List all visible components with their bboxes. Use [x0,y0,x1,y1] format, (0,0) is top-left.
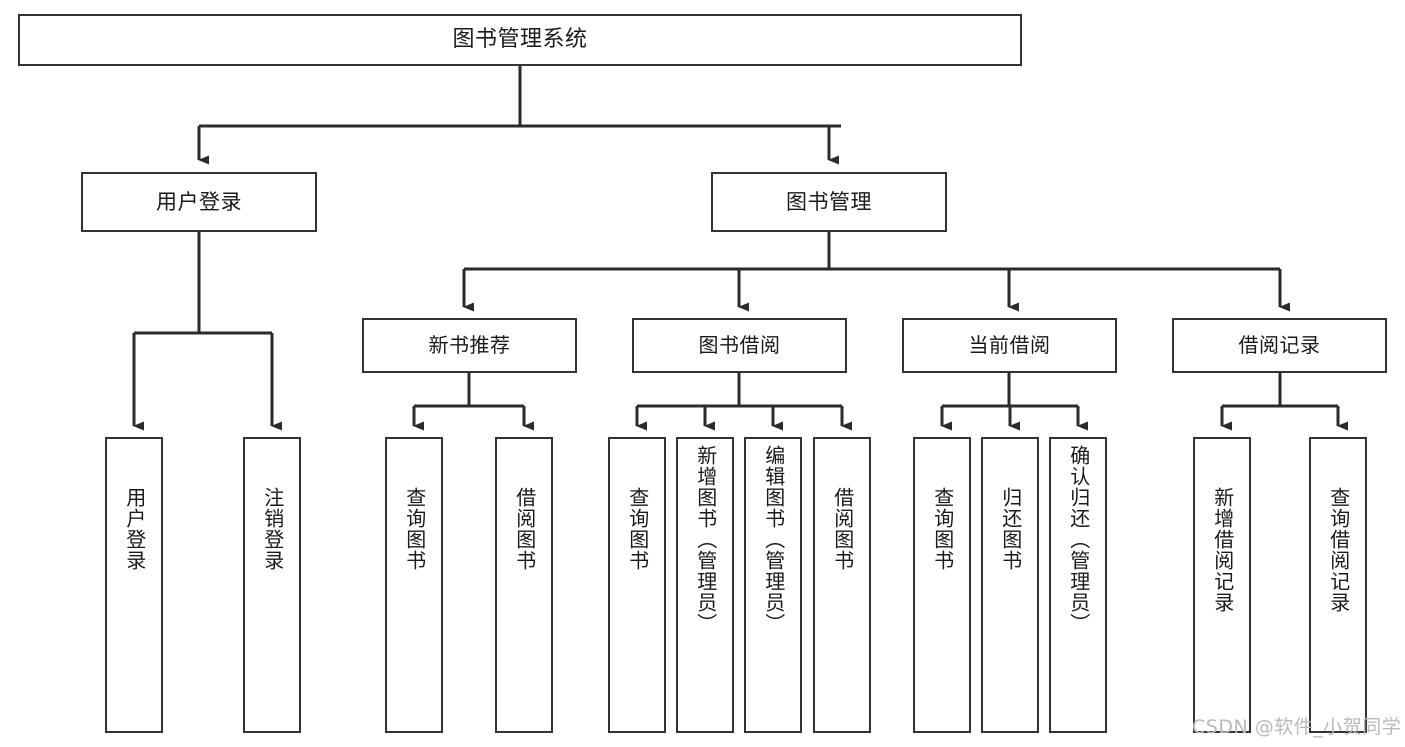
leaf-borrow-record-query-record-label: 查询借阅记录 [1326,487,1351,613]
leaf-user-login-logout-label: 注销登录 [260,487,285,571]
node-user-login[interactable]: 用户登录 [81,172,317,232]
leaf-user-login-logout[interactable]: 注销登录 [243,437,301,733]
leaf-borrow-record-query-record[interactable]: 查询借阅记录 [1309,437,1367,733]
leaf-book-borrow-edit-book-admin[interactable]: 编辑图书（管理员） [744,437,802,733]
node-current-borrow-label: 当前借阅 [968,333,1051,357]
leaf-new-book-query-books-label: 查询图书 [402,487,427,571]
node-current-borrow[interactable]: 当前借阅 [902,318,1117,373]
node-borrow-record-label: 借阅记录 [1238,333,1321,357]
leaf-current-borrow-return-books[interactable]: 归还图书 [981,437,1039,733]
leaf-new-book-query-books[interactable]: 查询图书 [385,437,443,733]
node-root-library-system[interactable]: 图书管理系统 [18,14,1022,66]
leaf-book-borrow-edit-book-admin-label: 编辑图书（管理员） [761,445,786,634]
node-book-management[interactable]: 图书管理 [711,172,947,232]
leaf-current-borrow-confirm-return-admin[interactable]: 确认归还（管理员） [1049,437,1107,733]
leaf-current-borrow-query-books[interactable]: 查询图书 [913,437,971,733]
leaf-book-borrow-borrow-books-label: 借阅图书 [830,487,855,571]
node-book-borrow-label: 图书借阅 [698,333,781,357]
leaf-current-borrow-query-books-label: 查询图书 [930,487,955,571]
leaf-user-login-login-label: 用户登录 [122,487,147,571]
node-borrow-record[interactable]: 借阅记录 [1172,318,1387,373]
leaf-borrow-record-add-record-label: 新增借阅记录 [1210,487,1235,613]
leaf-book-borrow-query-books[interactable]: 查询图书 [608,437,666,733]
node-user-login-label: 用户登录 [156,189,242,214]
node-new-book-recommend-label: 新书推荐 [428,333,511,357]
leaf-book-borrow-borrow-books[interactable]: 借阅图书 [813,437,871,733]
leaf-book-borrow-add-book-admin-label: 新增图书（管理员） [693,445,718,634]
leaf-book-borrow-add-book-admin[interactable]: 新增图书（管理员） [676,437,734,733]
leaf-book-borrow-query-books-label: 查询图书 [625,487,650,571]
leaf-borrow-record-add-record[interactable]: 新增借阅记录 [1193,437,1251,733]
node-book-borrow[interactable]: 图书借阅 [632,318,847,373]
node-root-label: 图书管理系统 [452,27,588,53]
leaf-current-borrow-return-books-label: 归还图书 [998,487,1023,571]
node-book-management-label: 图书管理 [786,189,872,214]
leaf-current-borrow-confirm-return-admin-label: 确认归还（管理员） [1066,445,1091,634]
leaf-new-book-borrow-books-label: 借阅图书 [512,487,537,571]
leaf-new-book-borrow-books[interactable]: 借阅图书 [495,437,553,733]
node-new-book-recommend[interactable]: 新书推荐 [362,318,577,373]
leaf-user-login-login[interactable]: 用户登录 [105,437,163,733]
